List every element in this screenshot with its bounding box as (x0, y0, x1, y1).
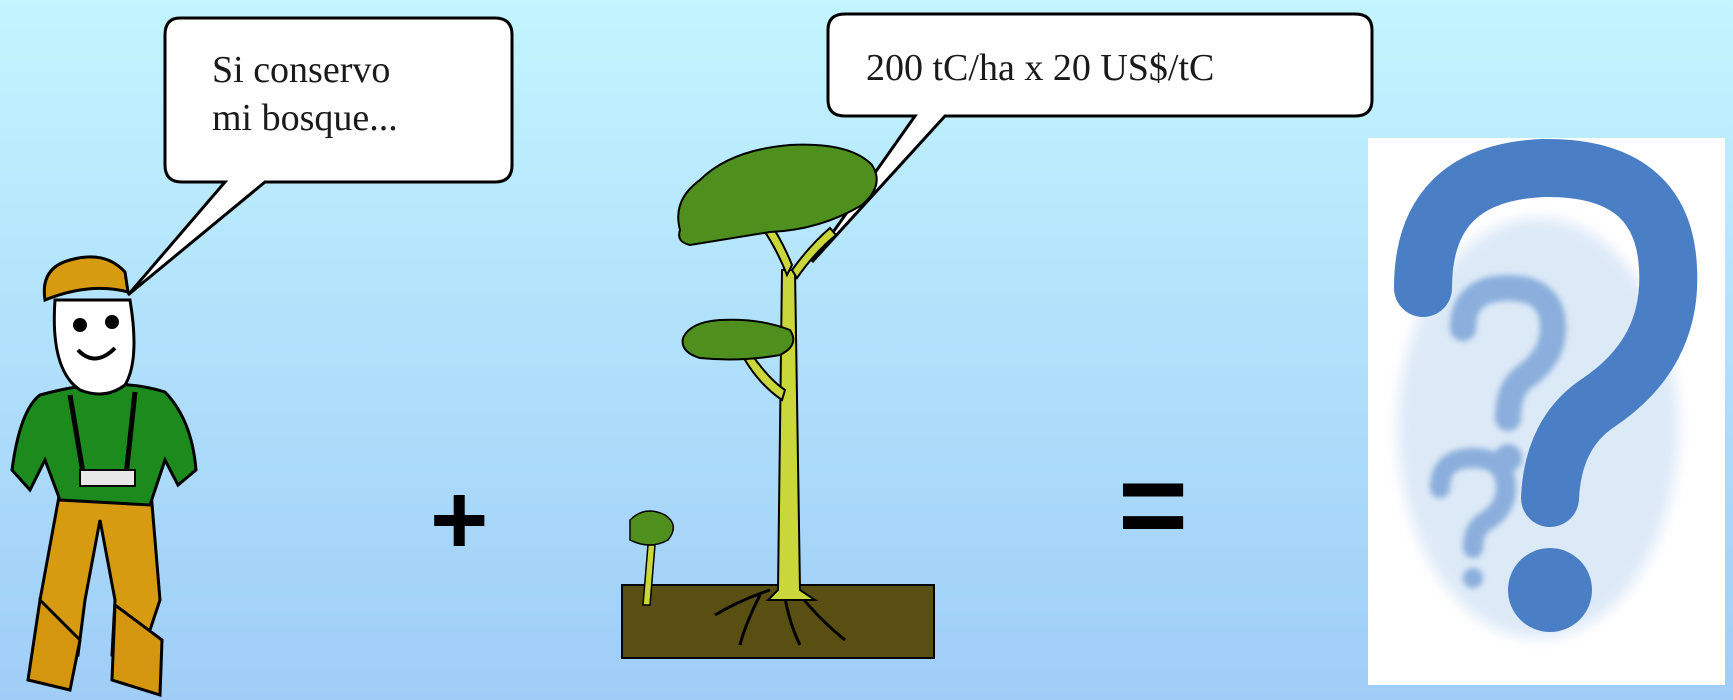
question-mark-icon (1394, 138, 1698, 638)
plus-sign: + (430, 464, 489, 576)
farmer-speech-line-1: Si conservo (212, 49, 391, 91)
speech-bubble-farmer (126, 16, 514, 297)
farmer-speech-text: Si conservo mi bosque... (212, 46, 472, 142)
equals-sign: = (1118, 438, 1189, 572)
farmer-speech-line-2: mi bosque... (212, 97, 398, 139)
question-panel (1368, 138, 1725, 685)
tree-speech-text: 200 tC/ha x 20 US$/tC (866, 47, 1215, 89)
speech-bubble-tree (810, 12, 1374, 264)
